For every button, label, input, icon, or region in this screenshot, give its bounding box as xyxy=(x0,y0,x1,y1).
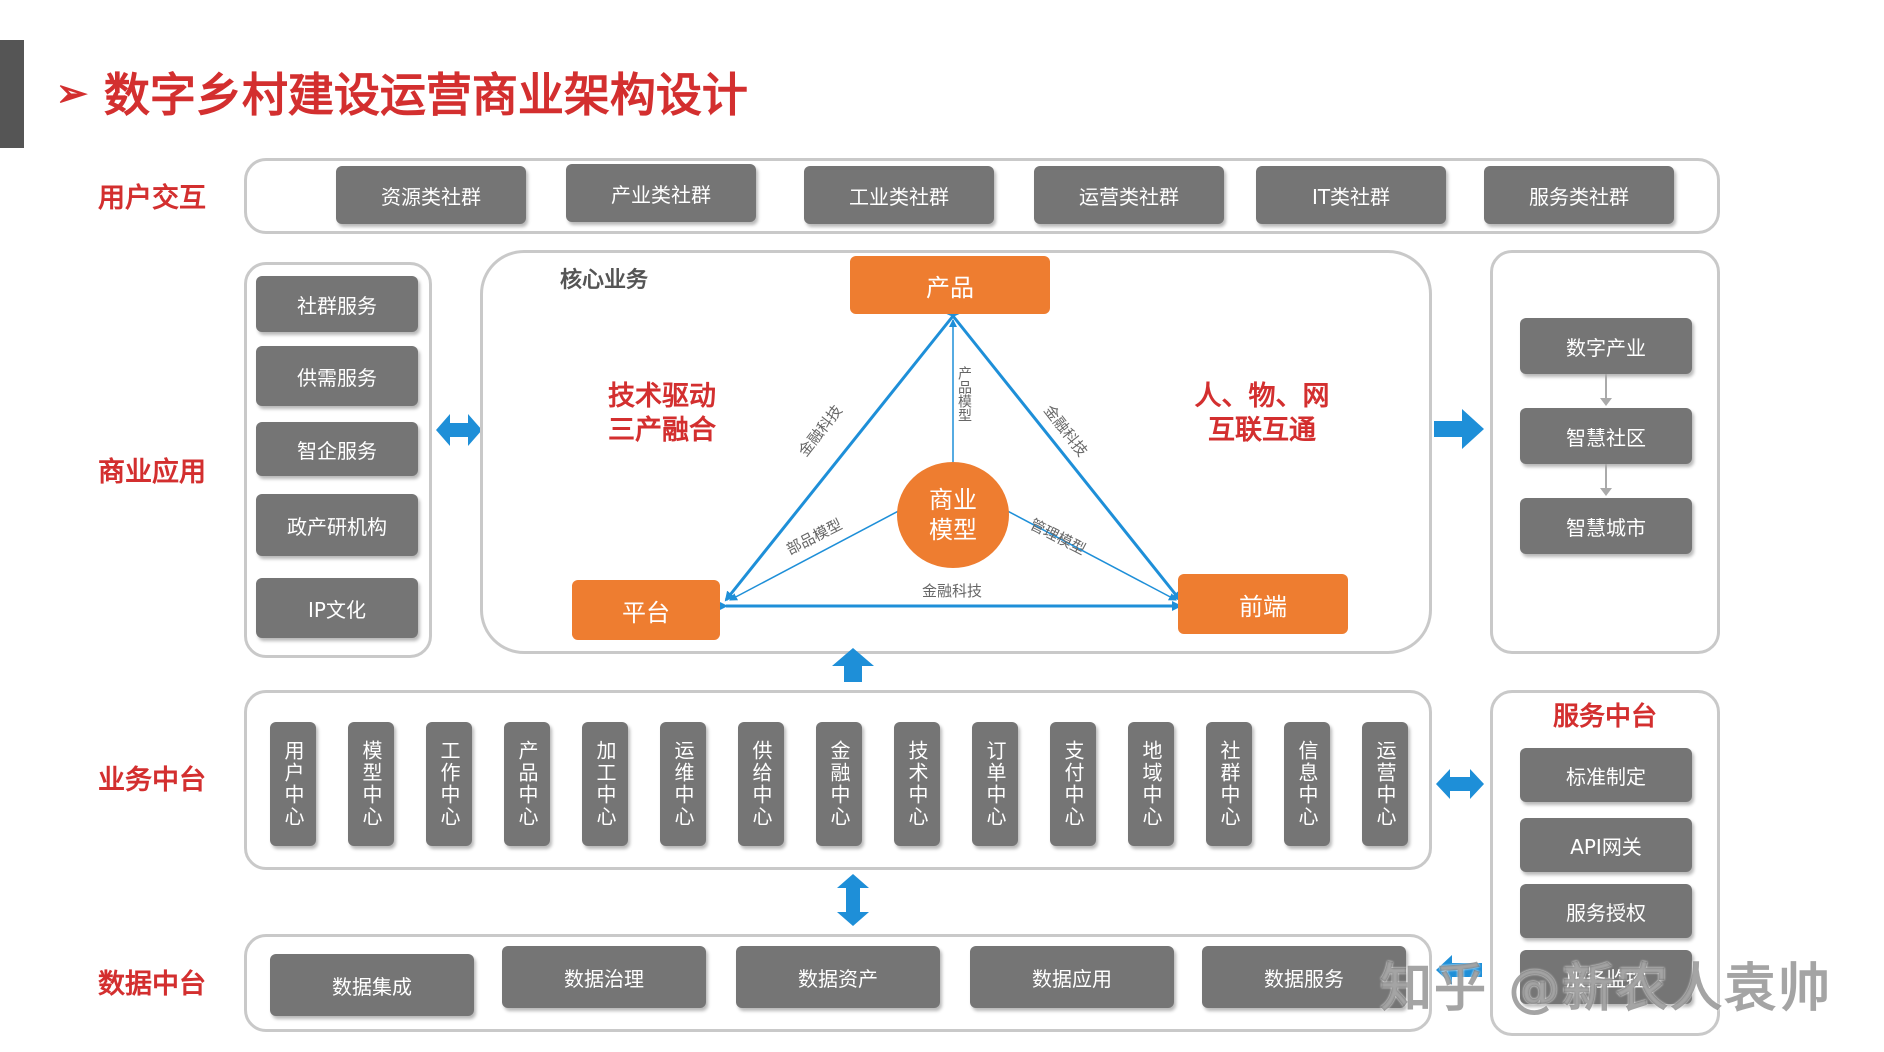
business-app-smart-community[interactable]: 智慧社区 xyxy=(1520,408,1692,464)
row-label-business-app: 商业应用 xyxy=(98,457,206,488)
community-button-operation[interactable]: 运营类社群 xyxy=(1034,166,1224,224)
node-business-model[interactable]: 商业 模型 xyxy=(897,462,1009,568)
edge-label-bottom: 金融科技 xyxy=(922,582,983,600)
center-model[interactable]: 模型中心 xyxy=(348,722,394,846)
center-product[interactable]: 产品中心 xyxy=(504,722,550,846)
edge-product-frontend xyxy=(944,306,1182,602)
row-label-user-interaction: 用户交互 xyxy=(98,183,206,214)
service-authorization[interactable]: 服务授权 xyxy=(1520,884,1692,938)
business-app-digital-industry[interactable]: 数字产业 xyxy=(1520,318,1692,374)
right-double-arrow-icon xyxy=(1436,769,1484,799)
center-technology[interactable]: 技术中心 xyxy=(894,722,940,846)
node-frontend[interactable]: 前端 xyxy=(1178,574,1348,634)
center-order[interactable]: 订单中心 xyxy=(972,722,1018,846)
edge-center-platform xyxy=(729,505,909,601)
business-app-smart-city[interactable]: 智慧城市 xyxy=(1520,498,1692,554)
data-integration[interactable]: 数据集成 xyxy=(270,954,474,1016)
center-ops[interactable]: 运维中心 xyxy=(660,722,706,846)
title-accent-bar xyxy=(0,40,24,148)
title-arrow-icon: ➢ xyxy=(56,69,88,115)
left-double-arrow-icon xyxy=(436,414,482,446)
center-operation[interactable]: 运营中心 xyxy=(1362,722,1408,846)
page-title: 数字乡村建设运营商业架构设计 xyxy=(103,68,748,122)
business-app-ip-culture[interactable]: IP文化 xyxy=(256,578,418,638)
service-api-gateway[interactable]: API网关 xyxy=(1520,818,1692,872)
node-product[interactable]: 产品 xyxy=(850,256,1050,314)
down-arrow-icon-2 xyxy=(1600,464,1612,496)
up-arrow-icon xyxy=(832,648,874,682)
business-app-community-service[interactable]: 社群服务 xyxy=(256,276,418,332)
center-finance[interactable]: 金融中心 xyxy=(816,722,862,846)
watermark-text: 知乎 @新农人袁帅 xyxy=(1380,959,1833,1019)
edge-product-platform xyxy=(724,306,962,602)
left-arrow-icon xyxy=(1436,955,1482,985)
community-button-industry[interactable]: 产业类社群 xyxy=(566,164,756,222)
center-community[interactable]: 社群中心 xyxy=(1206,722,1252,846)
business-app-gov-research[interactable]: 政产研机构 xyxy=(256,494,418,556)
right-arrow-icon xyxy=(1434,409,1484,449)
row-label-business-middle: 业务中台 xyxy=(98,765,206,796)
center-processing[interactable]: 加工中心 xyxy=(582,722,628,846)
service-standard[interactable]: 标准制定 xyxy=(1520,748,1692,802)
community-button-service[interactable]: 服务类社群 xyxy=(1484,166,1674,224)
business-app-smart-enterprise[interactable]: 智企服务 xyxy=(256,422,418,476)
core-right-slogan: 人、物、网 互联互通 xyxy=(1194,381,1330,446)
business-app-supply-demand[interactable]: 供需服务 xyxy=(256,346,418,406)
center-payment[interactable]: 支付中心 xyxy=(1050,722,1096,846)
page-title-row: ➢ 数字乡村建设运营商业架构设计 xyxy=(56,62,748,122)
community-button-it[interactable]: IT类社群 xyxy=(1256,166,1446,224)
community-button-resource[interactable]: 资源类社群 xyxy=(336,166,526,224)
data-assets[interactable]: 数据资产 xyxy=(736,946,940,1008)
service-middle-title: 服务中台 xyxy=(1552,702,1657,732)
data-application[interactable]: 数据应用 xyxy=(970,946,1174,1008)
core-business-label: 核心业务 xyxy=(560,268,649,293)
center-region[interactable]: 地域中心 xyxy=(1128,722,1174,846)
row-label-data-middle: 数据中台 xyxy=(98,969,206,1000)
edge-label-center-up: 产品模型 xyxy=(956,366,972,422)
data-service[interactable]: 数据服务 xyxy=(1202,946,1406,1008)
core-triangle-diagram xyxy=(718,306,1182,611)
node-platform[interactable]: 平台 xyxy=(572,580,720,640)
center-user[interactable]: 用户中心 xyxy=(270,722,316,846)
center-information[interactable]: 信息中心 xyxy=(1284,722,1330,846)
community-button-manufacturing[interactable]: 工业类社群 xyxy=(804,166,994,224)
data-governance[interactable]: 数据治理 xyxy=(502,946,706,1008)
core-left-slogan: 技术驱动 三产融合 xyxy=(608,381,716,446)
down-arrow-icon-1 xyxy=(1600,374,1612,406)
edge-center-frontend xyxy=(997,505,1177,601)
center-work[interactable]: 工作中心 xyxy=(426,722,472,846)
vertical-double-arrow-icon xyxy=(837,874,869,926)
center-supply[interactable]: 供给中心 xyxy=(738,722,784,846)
service-monitoring[interactable]: 服务监控 xyxy=(1520,950,1692,1004)
